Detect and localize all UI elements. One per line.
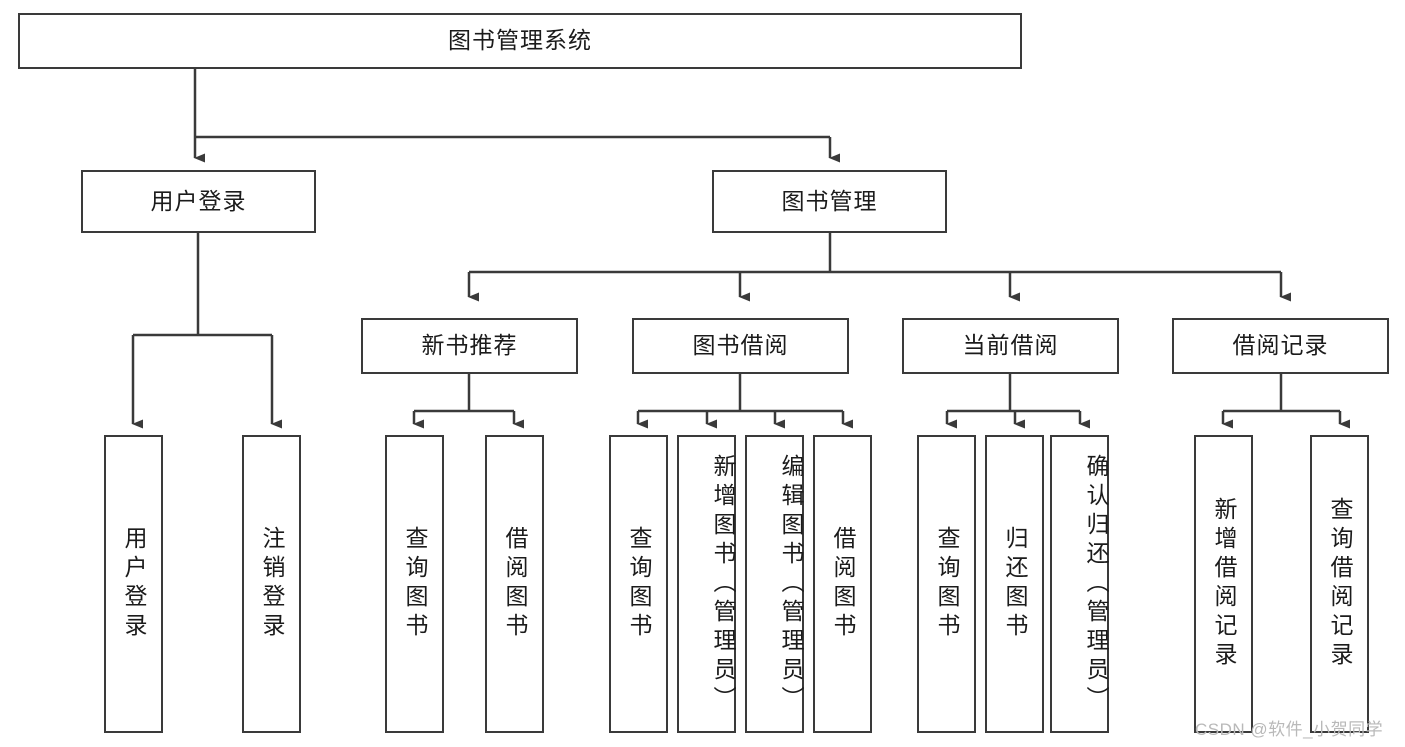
leaf-query-book-recommend[interactable]: 查询图书 — [385, 435, 444, 733]
node-label: 查询图书 — [934, 526, 960, 642]
node-book-management[interactable]: 图书管理 — [712, 170, 947, 233]
node-current-borrow[interactable]: 当前借阅 — [902, 318, 1119, 374]
node-borrow-record[interactable]: 借阅记录 — [1172, 318, 1389, 374]
node-label: 借阅记录 — [1232, 332, 1329, 359]
node-label: 编辑图书（管理员） — [778, 453, 804, 715]
node-label: 新增借阅记录 — [1211, 497, 1237, 671]
node-label: 查询图书 — [626, 526, 652, 642]
leaf-query-borrow-record[interactable]: 查询借阅记录 — [1310, 435, 1369, 733]
leaf-query-book-current[interactable]: 查询图书 — [917, 435, 976, 733]
leaf-user-logout[interactable]: 注销登录 — [242, 435, 301, 733]
node-label: 用户登录 — [121, 526, 147, 642]
leaf-add-borrow-record[interactable]: 新增借阅记录 — [1194, 435, 1253, 733]
node-label: 借阅图书 — [830, 526, 856, 642]
node-label: 借阅图书 — [502, 526, 528, 642]
leaf-edit-book-admin[interactable]: 编辑图书（管理员） — [745, 435, 804, 733]
node-label: 查询借阅记录 — [1327, 497, 1353, 671]
node-label: 归还图书 — [1002, 526, 1028, 642]
node-label: 新书推荐 — [421, 332, 518, 359]
csdn-watermark: CSDN @软件_小贺同学 — [1195, 720, 1384, 739]
leaf-add-book-admin[interactable]: 新增图书（管理员） — [677, 435, 736, 733]
node-label: 新增图书（管理员） — [710, 453, 736, 715]
leaf-confirm-return-admin[interactable]: 确认归还（管理员） — [1050, 435, 1109, 733]
leaf-query-book-borrow[interactable]: 查询图书 — [609, 435, 668, 733]
node-label: 确认归还（管理员） — [1083, 453, 1109, 715]
node-label: 用户登录 — [150, 187, 247, 214]
leaf-borrow-book-recommend[interactable]: 借阅图书 — [485, 435, 544, 733]
node-book-borrow[interactable]: 图书借阅 — [632, 318, 849, 374]
leaf-return-book[interactable]: 归还图书 — [985, 435, 1044, 733]
node-label: 注销登录 — [259, 526, 285, 642]
leaf-user-login[interactable]: 用户登录 — [104, 435, 163, 733]
node-root-system[interactable]: 图书管理系统 — [18, 13, 1022, 69]
leaf-borrow-book[interactable]: 借阅图书 — [813, 435, 872, 733]
node-label: 图书管理系统 — [448, 27, 592, 54]
node-label: 图书借阅 — [692, 332, 789, 359]
node-new-book-recommend[interactable]: 新书推荐 — [361, 318, 578, 374]
node-user-login[interactable]: 用户登录 — [81, 170, 316, 233]
node-label: 查询图书 — [402, 526, 428, 642]
node-label: 当前借阅 — [962, 332, 1059, 359]
node-label: 图书管理 — [781, 187, 878, 214]
